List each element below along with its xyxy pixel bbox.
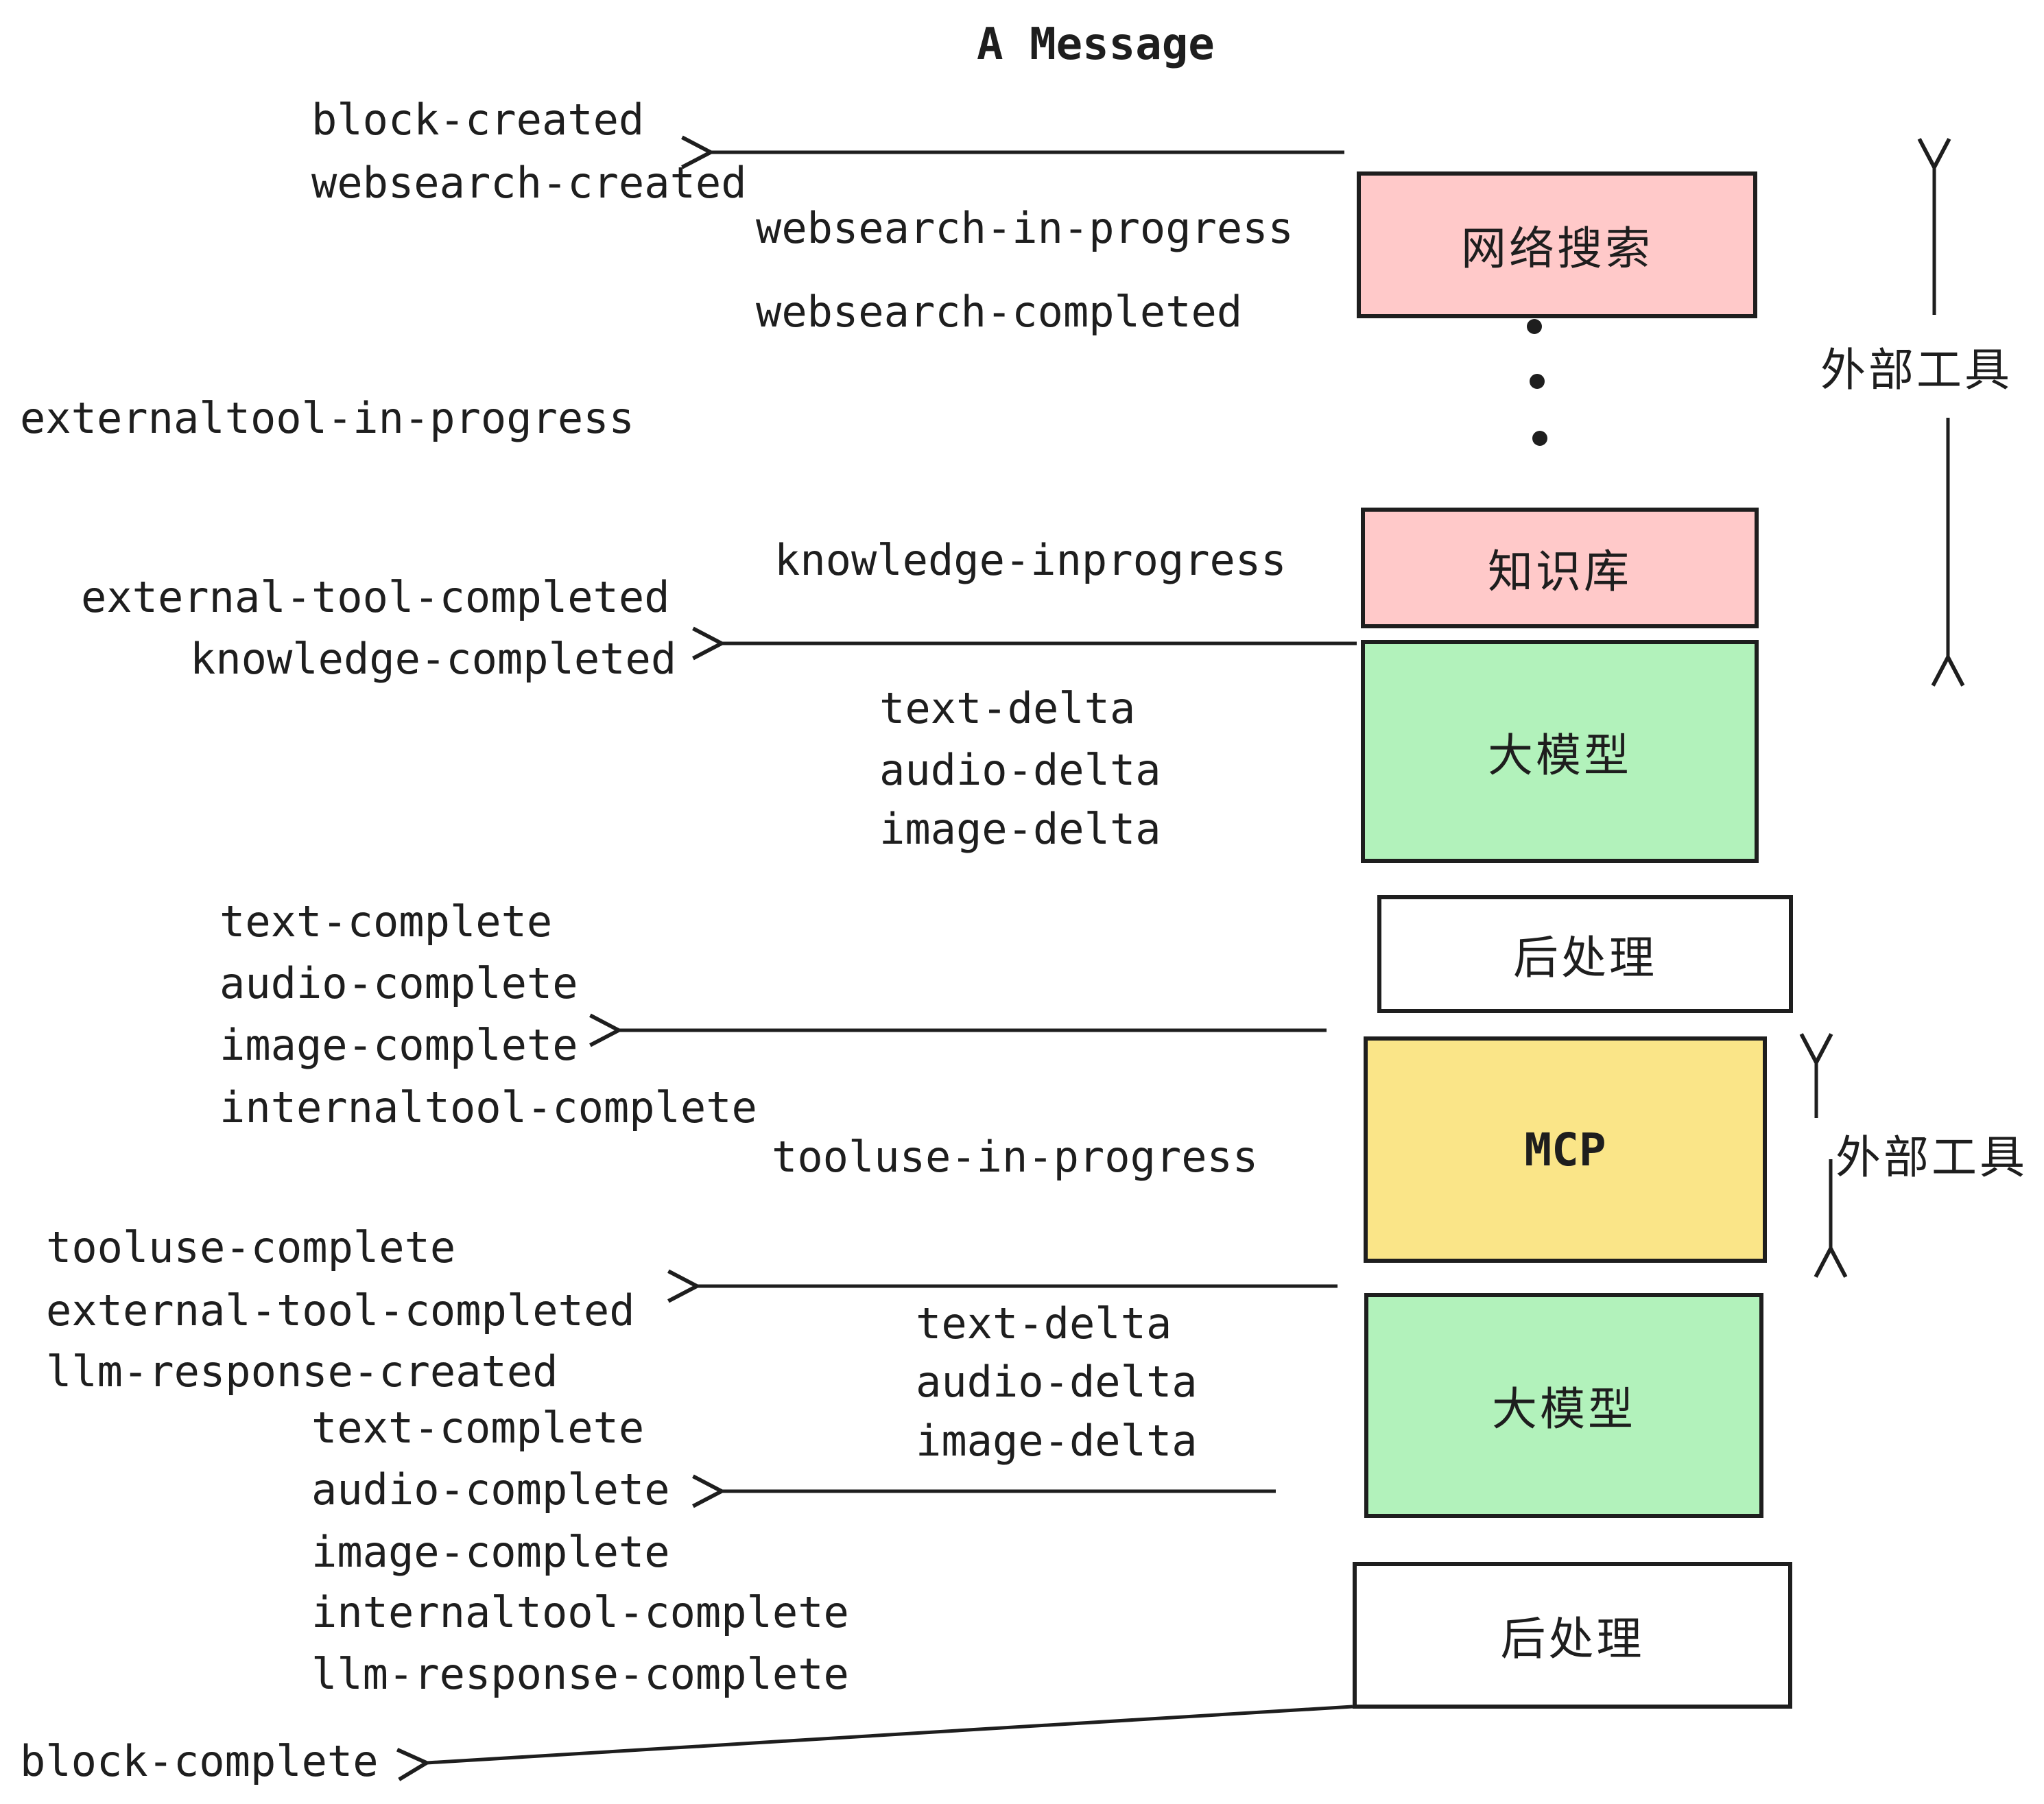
event-externaltool-in-progress: externaltool-in-progress: [20, 393, 634, 443]
event-block-complete: block-complete: [20, 1736, 379, 1786]
box-websearch-label: 网络搜索: [1461, 222, 1653, 275]
event-external-tool-completed-1: external-tool-completed: [81, 572, 670, 622]
event-text-complete-2: text-complete: [311, 1403, 645, 1453]
box-websearch: 网络搜索: [1357, 171, 1757, 318]
event-llm-response-created: llm-response-created: [46, 1346, 558, 1397]
event-text-delta-1: text-delta: [879, 683, 1136, 733]
event-websearch-in-progress: websearch-in-progress: [756, 203, 1294, 253]
ellipsis-dot: [1527, 319, 1542, 334]
box-postprocess-2-label: 后处理: [1500, 1613, 1645, 1665]
event-text-delta-2: text-delta: [916, 1298, 1172, 1349]
event-knowledge-completed: knowledge-completed: [190, 634, 677, 684]
box-postprocess-2: 后处理: [1353, 1562, 1792, 1709]
event-audio-delta-1: audio-delta: [879, 745, 1161, 795]
event-block-created: block-created: [311, 95, 645, 145]
box-mcp: MCP: [1364, 1036, 1767, 1263]
event-image-delta-2: image-delta: [916, 1416, 1198, 1466]
event-image-complete-2: image-complete: [311, 1527, 670, 1577]
event-tooluse-in-progress: tooluse-in-progress: [772, 1132, 1259, 1182]
event-websearch-completed: websearch-completed: [756, 287, 1243, 337]
box-postprocess-1-label: 后处理: [1513, 931, 1657, 984]
event-internaltool-complete-2: internaltool-complete: [311, 1587, 849, 1637]
event-image-complete-1: image-complete: [219, 1020, 578, 1070]
box-llm-1-label: 大模型: [1488, 728, 1632, 782]
box-llm-1: 大模型: [1361, 640, 1759, 863]
event-tooluse-complete: tooluse-complete: [46, 1222, 456, 1272]
event-audio-complete-2: audio-complete: [311, 1464, 670, 1515]
event-knowledge-inprogress: knowledge-inprogress: [774, 535, 1287, 585]
diagram-title: A Message: [977, 19, 1215, 70]
event-websearch-created: websearch-created: [311, 158, 747, 208]
event-audio-delta-2: audio-delta: [916, 1357, 1198, 1407]
event-external-tool-completed-2: external-tool-completed: [46, 1285, 635, 1336]
box-knowledge-label: 知识库: [1488, 545, 1632, 598]
annotation-external-tools-top: 外部工具: [1820, 344, 2012, 396]
box-postprocess-1: 后处理: [1377, 895, 1793, 1013]
ellipsis-dot: [1530, 374, 1545, 389]
annotation-external-tools-bottom: 外部工具: [1835, 1131, 2028, 1184]
event-audio-complete-1: audio-complete: [219, 958, 578, 1008]
box-knowledge: 知识库: [1361, 508, 1759, 628]
box-llm-2-label: 大模型: [1492, 1383, 1636, 1436]
arrow-post2-to-block-complete: [427, 1705, 1353, 1763]
ellipsis-dot: [1532, 431, 1547, 446]
event-image-delta-1: image-delta: [879, 804, 1161, 854]
event-text-complete-1: text-complete: [219, 897, 553, 947]
event-llm-response-complete: llm-response-complete: [311, 1649, 849, 1699]
event-internaltool-complete-1: internaltool-complete: [219, 1082, 757, 1132]
box-mcp-label: MCP: [1524, 1123, 1606, 1176]
box-llm-2: 大模型: [1364, 1293, 1763, 1518]
